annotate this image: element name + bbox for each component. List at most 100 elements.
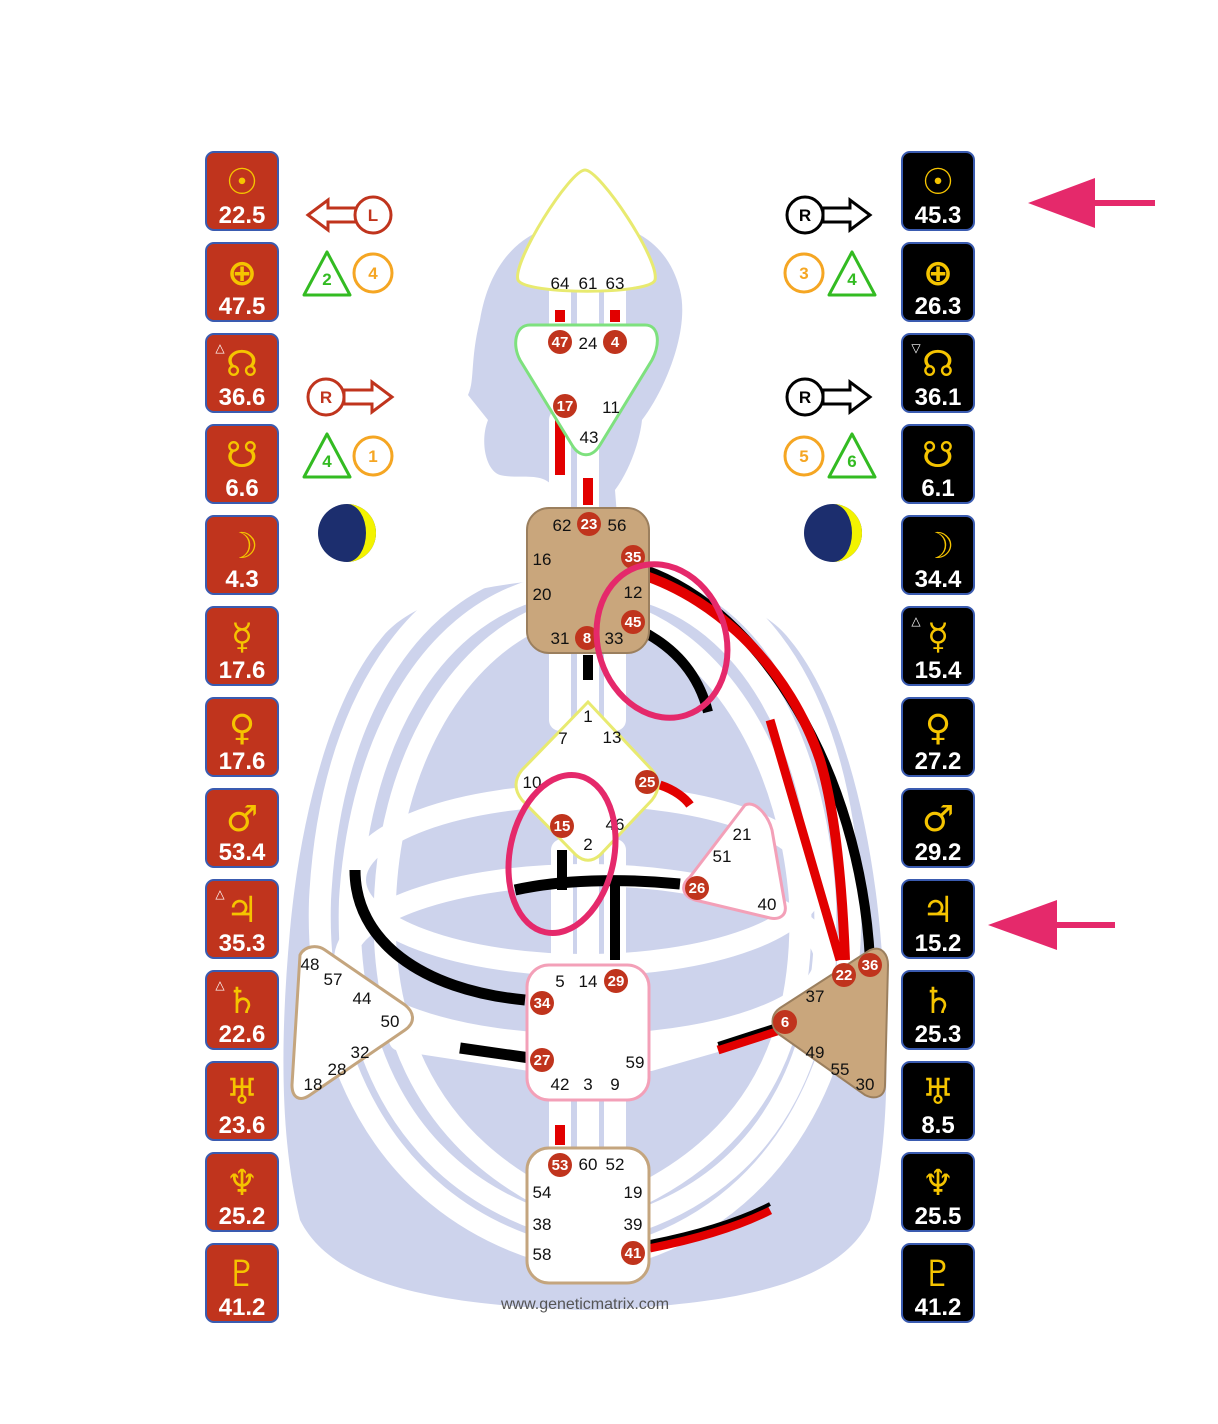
svg-text:25: 25 <box>639 774 656 791</box>
planet-symbol-icon: ☊ <box>922 344 954 385</box>
throat-center <box>526 507 650 654</box>
gate-50: 50 <box>381 1012 400 1031</box>
circle-number-icon: 3 <box>783 252 825 294</box>
planet-symbol-icon: ♆ <box>226 1163 258 1204</box>
triangle-icon: 4 <box>827 250 877 297</box>
planet-symbol-icon: ♃ <box>922 890 954 931</box>
planet-box: ♇41.2 <box>205 1243 279 1323</box>
moon-phase-icon <box>318 504 376 562</box>
svg-text:23: 23 <box>581 516 598 533</box>
gate-39: 39 <box>624 1215 643 1234</box>
active-gate-47: 47 <box>548 330 572 354</box>
planet-symbol-icon: ☉ <box>922 162 954 203</box>
planet-box: ♅8.5 <box>901 1061 975 1141</box>
svg-text:29: 29 <box>608 973 625 990</box>
gate-62: 62 <box>553 516 572 535</box>
planet-box: △☿15.4 <box>901 606 975 686</box>
gate-numbers: 64 61 63 24 11 43 62 56 16 20 12 31 33 1… <box>301 274 875 1264</box>
planet-box: ♆25.2 <box>205 1152 279 1232</box>
svg-text:L: L <box>368 206 378 225</box>
svg-text:15: 15 <box>554 818 571 835</box>
active-gate-6: 6 <box>773 1010 797 1034</box>
gate-13: 13 <box>603 728 622 747</box>
solar-plexus-center <box>771 947 890 1099</box>
defined-channels <box>349 310 875 1253</box>
gate-51: 51 <box>713 847 732 866</box>
planet-symbol-icon: ♄ <box>922 981 954 1022</box>
planet-symbol-icon: ♆ <box>922 1163 954 1204</box>
planet-value: 25.3 <box>915 1021 962 1048</box>
svg-text:34: 34 <box>534 995 551 1012</box>
planet-symbol-icon: ♀ <box>925 708 951 749</box>
planet-box: ♂29.2 <box>901 788 975 868</box>
svg-text:6: 6 <box>781 1014 789 1031</box>
gate-48: 48 <box>301 955 320 974</box>
planet-box: ☉22.5 <box>205 151 279 231</box>
svg-text:47: 47 <box>552 334 569 351</box>
gate-44: 44 <box>353 989 372 1008</box>
planet-value: 53.4 <box>219 839 266 866</box>
svg-text:22: 22 <box>836 967 853 984</box>
planet-value: 25.5 <box>915 1203 962 1230</box>
marker-icon: △ <box>215 341 225 355</box>
gate-2: 2 <box>583 835 592 854</box>
planet-box: ♄25.3 <box>901 970 975 1050</box>
arrow-left-icon: L <box>305 195 393 235</box>
gate-52: 52 <box>606 1155 625 1174</box>
planet-value: 34.4 <box>915 566 962 593</box>
planet-symbol-icon: ☿ <box>927 617 949 658</box>
gate-33: 33 <box>605 629 624 648</box>
planet-value: 22.5 <box>219 202 266 229</box>
planet-value: 36.1 <box>915 384 962 411</box>
planet-value: 8.5 <box>921 1112 954 1139</box>
planet-box: ♀27.2 <box>901 697 975 777</box>
gate-11: 11 <box>602 398 620 417</box>
gate-21: 21 <box>733 825 752 844</box>
planet-value: 4.3 <box>225 566 258 593</box>
planet-box: ♅23.6 <box>205 1061 279 1141</box>
planet-value: 35.3 <box>219 930 266 957</box>
active-gate-27: 27 <box>530 1048 554 1072</box>
gate-28: 28 <box>328 1060 347 1079</box>
planet-box: △♄22.6 <box>205 970 279 1050</box>
planet-symbol-icon: ♅ <box>226 1072 258 1113</box>
planet-value: 29.2 <box>915 839 962 866</box>
circle-number-icon: 1 <box>352 435 394 477</box>
planet-box: ♇41.2 <box>901 1243 975 1323</box>
gate-59: 59 <box>626 1053 645 1072</box>
planet-value: 36.6 <box>219 384 266 411</box>
gate-19: 19 <box>624 1183 643 1202</box>
gate-12: 12 <box>624 583 643 602</box>
triangle-icon: 6 <box>827 432 877 479</box>
planet-value: 23.6 <box>219 1112 266 1139</box>
active-gate-17: 17 <box>553 394 577 418</box>
gate-24: 24 <box>579 334 598 353</box>
planet-value: 17.6 <box>219 748 266 775</box>
planet-box: ⊕47.5 <box>205 242 279 322</box>
gate-64: 64 <box>551 274 570 293</box>
arrow-right-icon: R <box>306 377 395 417</box>
active-gates: 47 4 17 23 35 45 8 25 15 26 29 34 27 22 … <box>530 330 882 1265</box>
arrow-left-icon <box>1028 178 1155 228</box>
active-gate-26: 26 <box>685 876 709 900</box>
triangle-icon: 2 <box>302 250 352 297</box>
personality-planet-column: ☉45.3⊕26.3▽☊36.1☋6.1☽34.4△☿15.4♀27.2♂29.… <box>901 151 975 1323</box>
variables-right: R 3 4 R 5 6 <box>783 195 877 562</box>
triangle-icon: 4 <box>302 432 352 479</box>
planet-symbol-icon: ☋ <box>226 435 258 476</box>
planet-symbol-icon: ♇ <box>922 1254 954 1295</box>
gate-43: 43 <box>580 428 599 447</box>
planet-value: 6.6 <box>225 475 258 502</box>
planet-value: 47.5 <box>219 293 266 320</box>
svg-text:4: 4 <box>847 270 857 289</box>
arrow-left-icon <box>988 900 1115 950</box>
gate-32: 32 <box>351 1043 370 1062</box>
planet-box: △♃35.3 <box>205 879 279 959</box>
planet-box: ▽☊36.1 <box>901 333 975 413</box>
heart-center <box>682 802 787 920</box>
planet-box: ☽34.4 <box>901 515 975 595</box>
svg-text:4: 4 <box>368 264 378 283</box>
planet-value: 41.2 <box>219 1294 266 1321</box>
circle-number-icon: 5 <box>783 435 825 477</box>
planet-box: ☉45.3 <box>901 151 975 231</box>
